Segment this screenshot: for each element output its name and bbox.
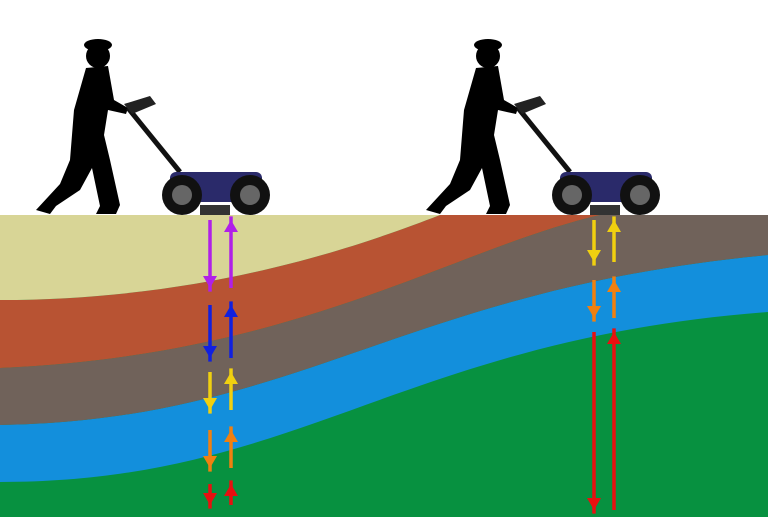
operator-silhouette-icon — [36, 39, 128, 214]
signal-arrow-down-icon — [587, 280, 601, 322]
layer-rust — [0, 215, 600, 368]
signal-arrow-up-icon — [607, 276, 621, 318]
signal-arrow-down-icon — [587, 220, 601, 266]
layer-blue — [0, 255, 768, 482]
signal-arrow-up-icon — [224, 368, 238, 410]
signal-arrows — [203, 216, 621, 514]
signal-arrow-down-icon — [203, 484, 217, 509]
layer-brown — [0, 215, 768, 425]
layer-top-soil — [0, 215, 440, 300]
signal-arrow-down-icon — [203, 305, 217, 362]
operator-silhouette-icon — [426, 39, 518, 214]
signal-arrow-up-icon — [607, 328, 621, 510]
signal-arrow-up-icon — [224, 301, 238, 358]
signal-arrow-down-icon — [203, 220, 217, 292]
signal-arrow-up-icon — [607, 216, 621, 262]
operators — [36, 39, 660, 215]
operator-with-gpr-cart — [426, 39, 660, 215]
gpr-cart-icon — [514, 96, 660, 215]
signal-arrow-up-icon — [224, 426, 238, 468]
signal-arrow-up-icon — [224, 480, 238, 505]
signal-arrow-down-icon — [203, 430, 217, 472]
signal-arrow-down-icon — [203, 372, 217, 414]
signal-arrow-up-icon — [224, 216, 238, 288]
signal-arrow-down-icon — [587, 332, 601, 514]
operator-with-gpr-cart — [36, 39, 270, 215]
gpr-cart-icon — [124, 96, 270, 215]
